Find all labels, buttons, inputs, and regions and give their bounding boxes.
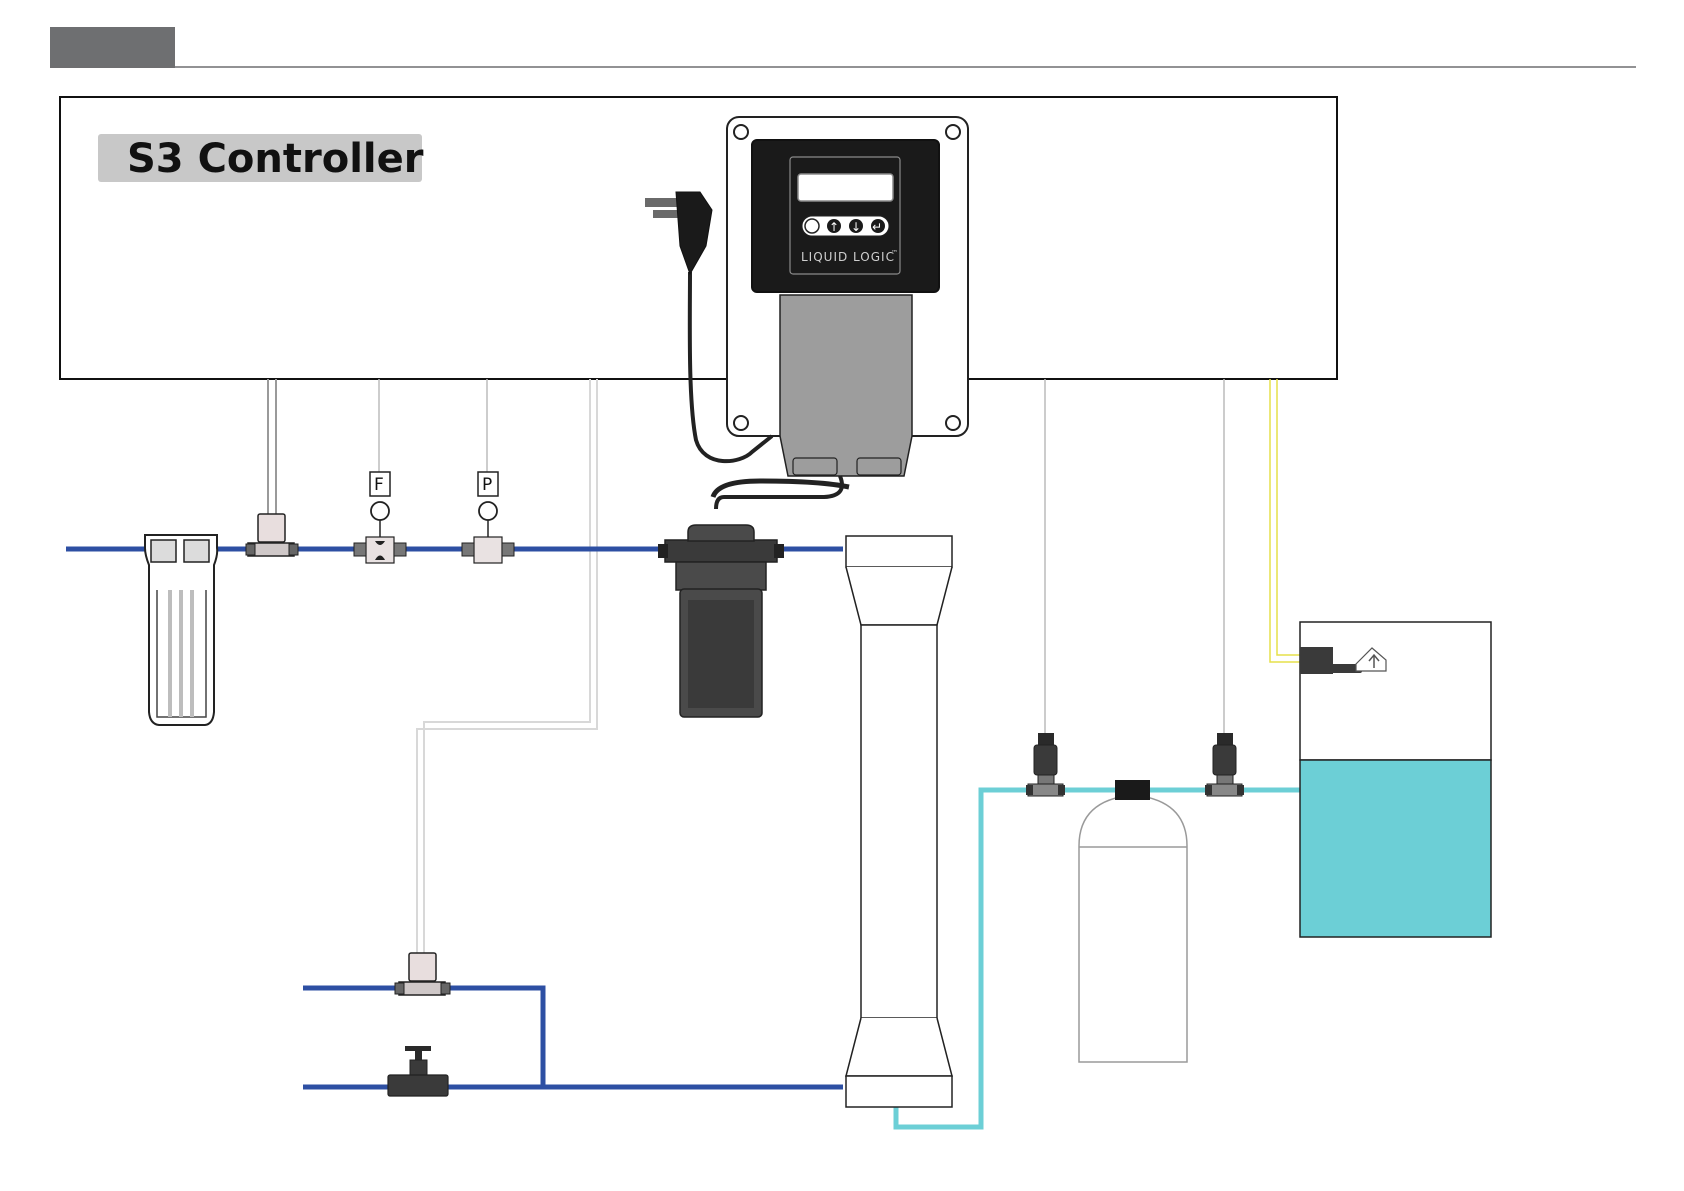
- svg-text:↑: ↑: [829, 220, 839, 234]
- inlet-solenoid-valve: [246, 514, 298, 556]
- brand-label: LIQUID LOGIC: [801, 250, 895, 264]
- pressure-sensor: P: [462, 472, 514, 563]
- svg-text:↓: ↓: [851, 220, 861, 234]
- pressure-sensor-label: P: [482, 475, 492, 495]
- product-sensor-1: [1026, 733, 1065, 796]
- page-title: S3 Controller: [127, 136, 424, 182]
- controller-unit: ↑ ↓ ↵ LIQUID LOGIC ™: [727, 117, 968, 476]
- concentrate-valve: [388, 1046, 448, 1096]
- flow-sensor-label: F: [374, 475, 384, 495]
- flow-sensor: F: [354, 472, 406, 563]
- sediment-filter: [145, 535, 217, 725]
- svg-text:↵: ↵: [872, 220, 882, 234]
- flush-solenoid-valve: [395, 953, 450, 995]
- lcd-display: [798, 174, 893, 201]
- ro-membrane: [846, 536, 952, 1107]
- header-tab: [50, 27, 175, 68]
- tank-water: [1300, 760, 1491, 937]
- product-sensor-2: [1205, 733, 1244, 796]
- brand-trademark: ™: [891, 249, 899, 257]
- di-tank: [1079, 780, 1187, 1062]
- booster-pump: [658, 481, 849, 717]
- button-blank[interactable]: [805, 219, 819, 233]
